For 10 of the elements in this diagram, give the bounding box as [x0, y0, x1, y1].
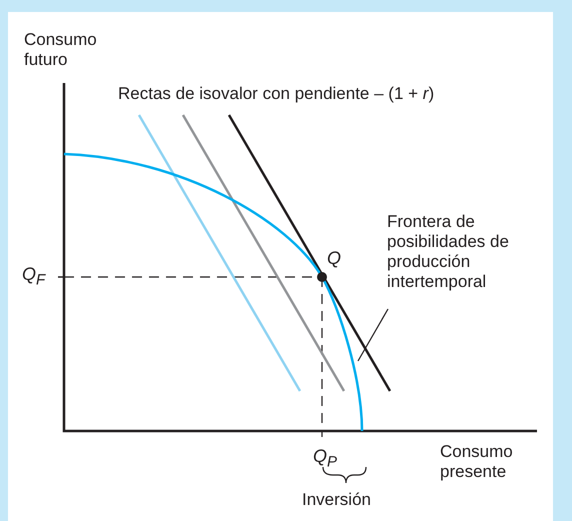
point-label: Q — [327, 248, 342, 268]
frontier-curve — [64, 152, 364, 432]
axis-title: Consumo futuro — [24, 30, 98, 70]
axis-title: Consumo presente — [440, 442, 514, 482]
leader-line — [357, 308, 389, 362]
axis-tick-label: Q$_{F}$ — [22, 264, 46, 291]
axis-tick-label: Q$_{P}$ — [313, 446, 338, 473]
curve-label: Frontera de posibilidades de producción intertemporal — [387, 212, 522, 292]
brace-label: Inversión — [302, 490, 371, 510]
annotation: Rectas de isovalor con pendiente – (1 + r) — [118, 84, 434, 104]
